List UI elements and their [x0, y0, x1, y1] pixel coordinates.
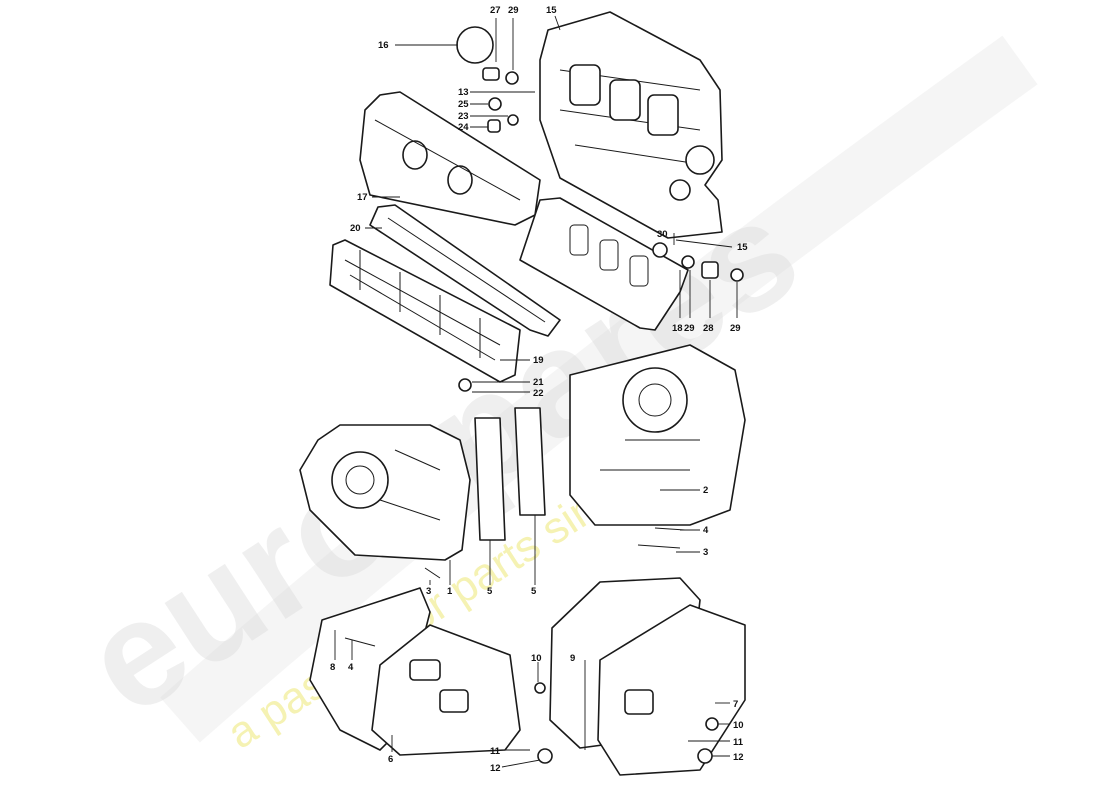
callout-20: 20: [350, 223, 361, 234]
callout-2: 2: [703, 485, 708, 496]
callout-8: 8: [330, 662, 335, 673]
callout-21: 21: [533, 377, 544, 388]
callout-11-left: 11: [490, 746, 501, 757]
callout-29-top: 29: [508, 5, 519, 16]
callout-labels: 16 27 29 15 13 25 23 24 17 20 30 15 18 2…: [330, 5, 748, 774]
callout-5-left: 5: [487, 586, 493, 597]
callout-24: 24: [458, 122, 469, 133]
callout-4-right: 4: [703, 525, 709, 536]
callout-30: 30: [657, 229, 668, 240]
small-parts: [344, 26, 744, 764]
callout-13: 13: [458, 87, 469, 98]
callout-4-left: 4: [348, 662, 354, 673]
callout-1: 1: [447, 586, 453, 597]
gasket-pair: [474, 407, 546, 541]
callout-17: 17: [357, 192, 368, 203]
callout-10-left: 10: [531, 653, 542, 664]
oil-cover: [329, 239, 521, 383]
timing-case-left: [299, 424, 471, 561]
callout-22: 22: [533, 388, 544, 399]
callout-14: 15: [546, 5, 557, 16]
callout-27: 27: [490, 5, 501, 16]
callout-7: 7: [733, 699, 738, 710]
callout-6: 6: [388, 754, 393, 765]
callout-29-b: 29: [730, 323, 741, 334]
callout-28: 28: [703, 323, 714, 334]
callout-3-left: 3: [426, 586, 431, 597]
callout-10-right: 10: [733, 720, 744, 731]
callout-12-left: 12: [490, 763, 501, 774]
callout-25: 25: [458, 99, 469, 110]
callout-3-right: 3: [703, 547, 708, 558]
lower-cover-left: [309, 587, 521, 756]
callout-18: 18: [672, 323, 683, 334]
callout-19: 19: [533, 355, 544, 366]
lower-cover-right: [549, 577, 746, 776]
callout-23: 23: [458, 111, 469, 122]
cover-gasket: [369, 204, 561, 337]
callout-15: 15: [737, 242, 748, 253]
leader-lines: [334, 15, 738, 768]
callout-29-a: 29: [684, 323, 695, 334]
cylinder-head: [539, 11, 723, 239]
callout-16: 16: [378, 40, 389, 51]
timing-case-right: [569, 344, 746, 526]
inlet-gasket: [519, 197, 689, 331]
callout-12-right: 12: [733, 752, 744, 763]
callout-11-right: 11: [733, 737, 744, 748]
callout-9: 9: [570, 653, 575, 664]
callout-5-right: 5: [531, 586, 537, 597]
cam-cover: [359, 91, 541, 226]
